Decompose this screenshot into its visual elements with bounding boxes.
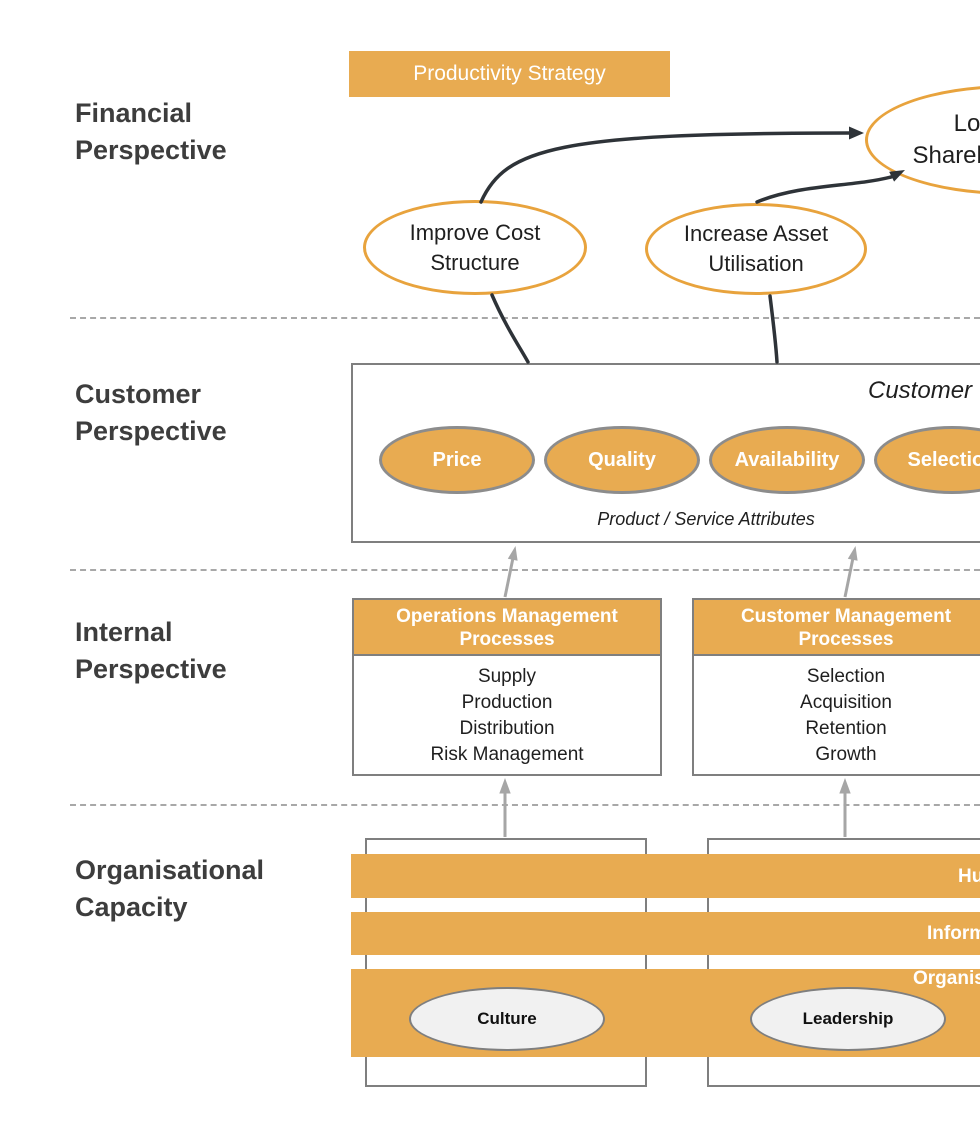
price-ellipse: Price	[379, 426, 535, 494]
operations-header-line1: Operations Management	[396, 606, 618, 627]
separator-customer-internal	[70, 569, 980, 571]
customer-mgmt-header-line1: Customer Management	[740, 606, 952, 627]
human-capital-label: Human Capital	[958, 866, 980, 887]
operations-item: Production	[461, 692, 553, 713]
line-increase-asset-to-customer-box	[768, 294, 779, 364]
selection-ellipse: Selection	[874, 426, 980, 494]
leadership-ellipse: Leadership	[750, 987, 946, 1051]
operations-header-line2: Processes	[459, 629, 555, 650]
improve-cost-line2: Structure	[430, 249, 520, 275]
operations-management-header: Operations Management Processes	[354, 600, 660, 656]
increase-asset-line2: Utilisation	[708, 251, 804, 276]
operations-item: Risk Management	[430, 744, 584, 765]
organisation-capital-label: Organisation Capital	[913, 968, 980, 989]
customer-management-items: Selection Acquisition Retention Growth	[694, 656, 980, 768]
shareholder-line2: Shareholder Value	[912, 142, 980, 169]
financial-perspective-label: Financial Perspective	[75, 95, 227, 169]
internal-label-line2: Perspective	[75, 654, 227, 684]
culture-label: Culture	[477, 1009, 537, 1028]
leadership-label: Leadership	[802, 1009, 894, 1028]
operations-management-items: Supply Production Distribution Risk Mana…	[354, 656, 660, 768]
operations-item: Distribution	[459, 718, 555, 739]
availability-label: Availability	[734, 448, 840, 471]
improve-cost-structure-node: Improve Cost Structure	[363, 200, 587, 295]
organisational-label-line1: Organisational	[75, 855, 265, 885]
organisational-label-line2: Capacity	[75, 892, 188, 922]
customer-mgmt-item: Selection	[806, 666, 886, 687]
arrow-org-right-to-customer-mgmt	[839, 778, 851, 837]
productivity-strategy-box: Productivity Strategy	[349, 51, 670, 97]
culture-ellipse: Culture	[409, 987, 605, 1051]
increase-asset-line1: Increase Asset	[683, 221, 829, 246]
shareholder-line1: Long-Term	[953, 110, 980, 137]
customer-mgmt-item: Growth	[815, 744, 877, 765]
increase-asset-utilisation-node: Increase Asset Utilisation	[645, 203, 867, 295]
quality-label: Quality	[588, 448, 656, 471]
separator-internal-organisational	[70, 804, 980, 806]
shareholder-value-node: Long-Term Shareholder Value	[865, 85, 980, 195]
internal-perspective-label: Internal Perspective	[75, 614, 227, 688]
price-label: Price	[432, 448, 482, 471]
internal-label-line1: Internal	[75, 617, 173, 647]
customer-box-title: Customer Value Proposition	[868, 377, 980, 404]
human-capital-bar	[351, 854, 980, 898]
arrow-customer-mgmt-to-customer	[843, 546, 858, 598]
arrow-improve-cost-to-shareholder	[479, 126, 864, 204]
arrow-org-left-to-operations	[499, 778, 511, 837]
information-capital-label: Information Capital	[927, 923, 980, 944]
financial-label-line1: Financial	[75, 98, 193, 128]
operations-management-box: Operations Management Processes Supply P…	[352, 598, 662, 776]
separator-financial-customer	[70, 317, 980, 319]
improve-cost-line1: Improve Cost	[409, 219, 541, 245]
quality-ellipse: Quality	[544, 426, 700, 494]
organisational-capacity-label: Organisational Capacity	[75, 852, 264, 926]
customer-perspective-label: Customer Perspective	[75, 376, 227, 450]
arrow-increase-asset-to-shareholder	[755, 170, 905, 204]
product-service-attributes-caption: Product / Service Attributes	[597, 509, 815, 529]
customer-label-line2: Perspective	[75, 416, 227, 446]
financial-label-line2: Perspective	[75, 135, 227, 165]
customer-mgmt-item: Retention	[805, 718, 887, 739]
customer-mgmt-item: Acquisition	[800, 692, 892, 713]
selection-label: Selection	[907, 448, 980, 471]
availability-ellipse: Availability	[709, 426, 865, 494]
operations-item: Supply	[477, 666, 537, 687]
customer-label-line1: Customer	[75, 379, 202, 409]
customer-management-header: Customer Management Processes	[694, 600, 980, 656]
customer-management-box: Customer Management Processes Selection …	[692, 598, 980, 776]
arrow-operations-to-customer	[503, 546, 518, 598]
customer-mgmt-header-line2: Processes	[798, 629, 894, 650]
information-capital-bar	[351, 912, 980, 955]
productivity-strategy-label: Productivity Strategy	[413, 62, 606, 85]
line-improve-cost-to-customer-box	[490, 293, 530, 364]
